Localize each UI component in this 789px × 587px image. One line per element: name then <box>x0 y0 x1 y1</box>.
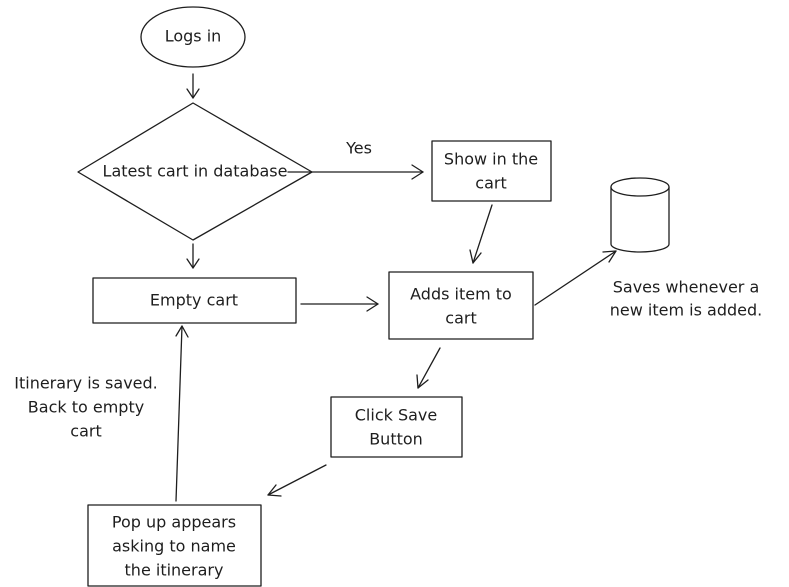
arrow-show-to-adds <box>469 204 493 264</box>
arrow-decision-to-empty <box>186 243 200 269</box>
show-in-cart-label-line2: cart <box>475 174 506 193</box>
show-in-cart-label: Show in the <box>444 150 538 169</box>
empty-cart-label: Empty cart <box>150 291 238 310</box>
yes-label: Yes <box>345 139 372 158</box>
start-ellipse <box>140 6 246 68</box>
arrow-start-to-decision <box>186 73 200 99</box>
logs-in-label: Logs in <box>165 27 222 46</box>
click-save-label: Click Save <box>355 406 437 425</box>
itinerary-note-line2: Back to empty <box>28 398 144 417</box>
click-save-box <box>330 396 463 458</box>
click-save-label-line2: Button <box>369 430 423 449</box>
adds-item-label: Adds item to <box>410 285 512 304</box>
arrow-adds-to-save <box>416 347 441 389</box>
arrow-save-to-popup <box>267 464 327 497</box>
saves-note-line2: new item is added. <box>610 301 762 320</box>
database-cylinder-icon <box>610 177 670 253</box>
itinerary-note-line1: Itinerary is saved. <box>14 374 158 393</box>
adds-item-box <box>388 271 534 340</box>
arrow-empty-to-adds <box>300 296 379 312</box>
latest-cart-label: Latest cart in database <box>103 162 288 181</box>
popup-label-line3: the itinerary <box>125 561 224 580</box>
arrow-yes <box>287 164 424 180</box>
popup-label-line1: Pop up appears <box>112 513 236 532</box>
adds-item-label-line2: cart <box>445 309 476 328</box>
arrow-popup-to-empty <box>175 325 189 502</box>
saves-note-line1: Saves whenever a <box>613 278 760 297</box>
empty-cart-box <box>92 277 297 324</box>
decision-diamond <box>77 102 313 241</box>
itinerary-note-line3: cart <box>70 422 101 441</box>
arrow-adds-to-database <box>534 250 617 306</box>
popup-box <box>87 504 262 587</box>
popup-label-line2: asking to name <box>112 537 236 556</box>
show-in-cart-box <box>431 140 552 202</box>
